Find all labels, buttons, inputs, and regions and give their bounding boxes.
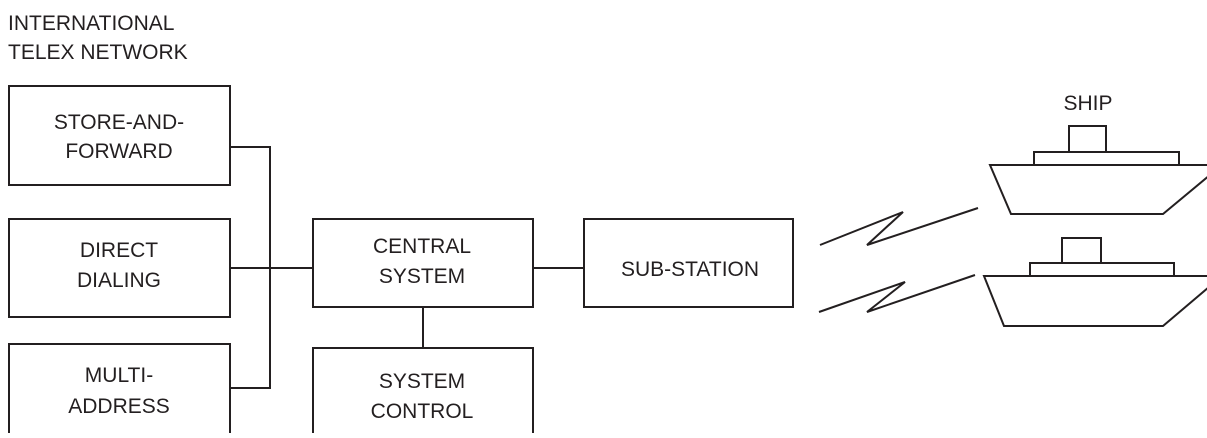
store-and-forward-box bbox=[8, 85, 231, 186]
store-and-forward-label-line1: STORE-AND- bbox=[54, 111, 184, 134]
multi-address-label-line2: ADDRESS bbox=[68, 395, 170, 418]
ship-label: SHIP bbox=[1063, 92, 1112, 115]
network-label-line1: INTERNATIONAL bbox=[8, 12, 174, 35]
multi-address-box bbox=[8, 343, 231, 438]
direct-dialing-label-line1: DIRECT bbox=[80, 239, 158, 262]
ship-lower-deck bbox=[1029, 262, 1175, 277]
direct-dialing-box bbox=[8, 218, 231, 318]
ship-lower bbox=[982, 237, 1207, 327]
system-control-label-line1: SYSTEM bbox=[379, 370, 465, 393]
sub-station-label: SUB-STATION bbox=[621, 258, 759, 281]
ship-upper-deck bbox=[1033, 151, 1180, 166]
sub-station-box bbox=[583, 218, 794, 308]
store-and-forward-label-line2: FORWARD bbox=[65, 140, 172, 163]
ship-upper-bridge bbox=[1068, 125, 1107, 153]
network-label-line2: TELEX NETWORK bbox=[8, 41, 188, 64]
ship-lower-hull bbox=[982, 275, 1207, 327]
radio-link-upper bbox=[819, 207, 979, 246]
direct-dialing-label-line2: DIALING bbox=[77, 269, 161, 292]
central-system-label-line2: SYSTEM bbox=[379, 265, 465, 288]
multi-address-label-line1: MULTI- bbox=[85, 364, 153, 387]
central-system-box bbox=[312, 218, 534, 308]
system-control-label-line2: CONTROL bbox=[371, 400, 474, 423]
ship-upper bbox=[988, 125, 1207, 215]
radio-link-lower bbox=[818, 274, 976, 313]
ship-upper-hull bbox=[988, 164, 1207, 215]
central-system-label-line1: CENTRAL bbox=[373, 235, 471, 258]
ship-lower-bridge bbox=[1061, 237, 1102, 264]
